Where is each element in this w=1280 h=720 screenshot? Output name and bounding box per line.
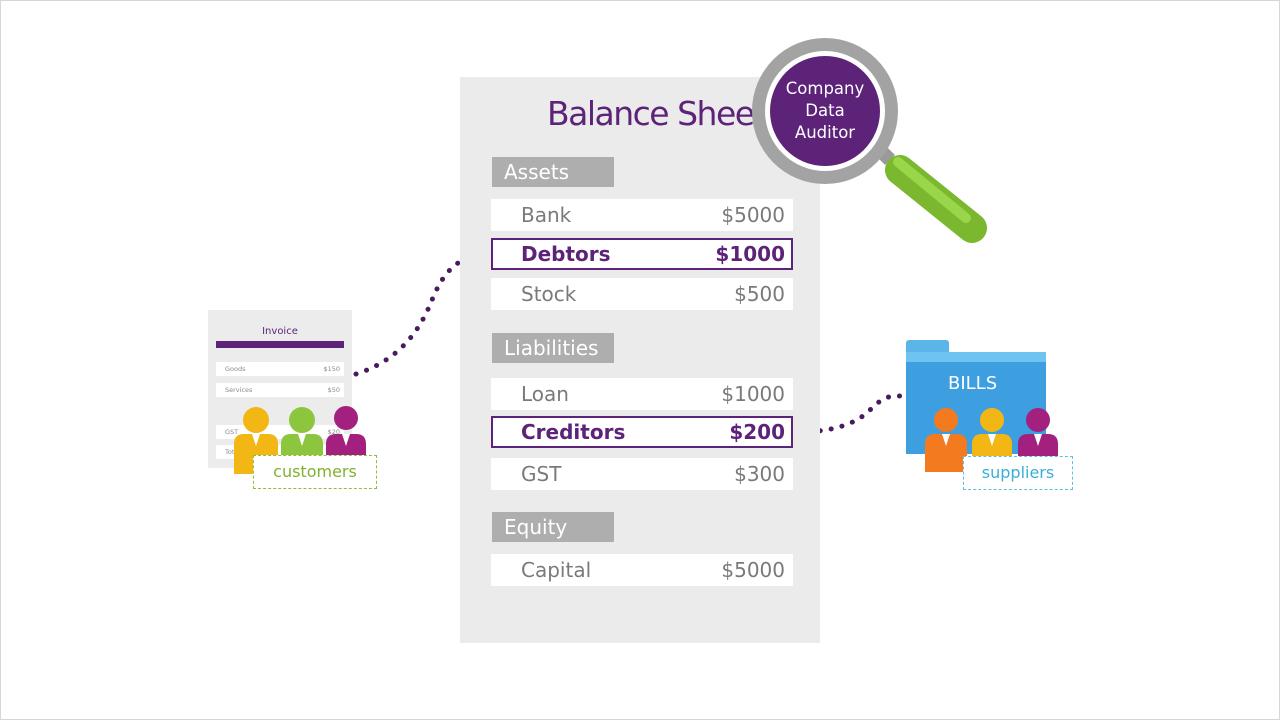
row-bank: Bank $5000 [491,199,793,231]
row-capital: Capital $5000 [491,554,793,586]
invoice-row-label: GST [225,428,239,436]
row-value: $500 [734,282,785,306]
invoice-row-value: $150 [323,365,340,373]
invoice-title: Invoice [262,326,298,337]
invoice-row-value: $20 [327,428,340,436]
balance-sheet-title: Balance Sheet [547,94,767,133]
row-gst: GST $300 [491,458,793,490]
folder-highlight [906,352,1046,362]
row-value: $300 [734,462,785,486]
invoice-row: Goods $150 [216,362,344,376]
company-data-auditor-lens: Company Data Auditor [770,56,880,166]
invoice-row-label: Tot [225,448,235,456]
row-label: GST [521,462,562,486]
customers-label: customers [253,455,377,489]
invoice-row-value: $50 [327,386,340,394]
row-label: Creditors [521,420,626,444]
row-label: Debtors [521,242,611,266]
suppliers-label: suppliers [963,456,1073,490]
magnifier-rim: Company Data Auditor [765,51,885,171]
invoice-row-label: Services [225,386,253,394]
row-label: Bank [521,203,572,227]
row-value: $1000 [715,242,785,266]
row-label: Loan [521,382,569,406]
section-equity: Equity [492,512,614,542]
row-loan: Loan $1000 [491,378,793,410]
row-creditors: Creditors $200 [491,416,793,448]
invoice-header-bar [216,341,344,348]
magnifier-handle-icon [877,147,987,243]
invoice-row: Services $50 [216,383,344,397]
row-value: $5000 [721,558,785,582]
row-value: $5000 [721,203,785,227]
folder-tab [906,340,949,354]
auditor-label: Company Data Auditor [785,79,865,142]
bills-label: BILLS [948,373,998,394]
section-assets: Assets [492,157,614,187]
row-label: Stock [521,282,577,306]
person-icon [925,408,967,472]
section-liabilities: Liabilities [492,333,614,363]
invoice-row-label: Goods [225,365,246,373]
row-value: $200 [729,420,785,444]
row-debtors: Debtors $1000 [491,238,793,270]
row-stock: Stock $500 [491,278,793,310]
magnifier-icon: Company Data Auditor [752,38,898,184]
row-value: $1000 [721,382,785,406]
row-label: Capital [521,558,592,582]
